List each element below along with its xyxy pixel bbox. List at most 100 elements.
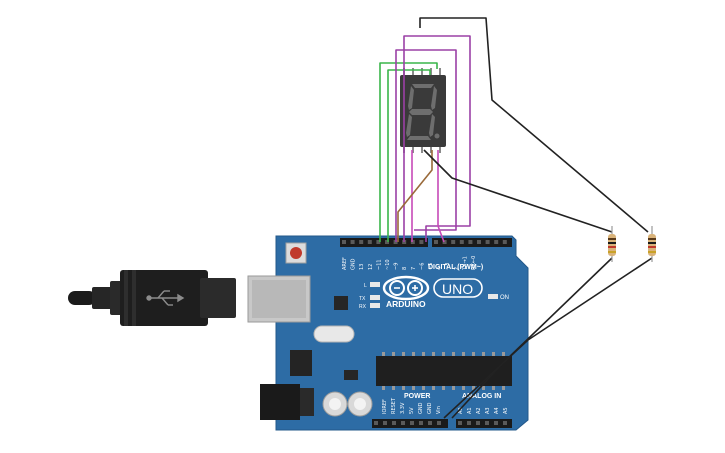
led-on <box>488 294 498 299</box>
pin-label: GND <box>418 402 424 414</box>
header-hole[interactable] <box>458 421 462 425</box>
usb-cable <box>68 270 236 326</box>
uno-badge: UNO <box>433 278 483 298</box>
regulator <box>290 350 312 376</box>
pin-label: 4 <box>437 267 443 270</box>
pin-label: IOREF <box>382 399 388 414</box>
header-hole[interactable] <box>434 240 438 244</box>
pin-label: A3 <box>485 407 491 414</box>
reset-button[interactable] <box>285 242 307 264</box>
capacitor-1 <box>322 391 348 417</box>
small-chip <box>344 370 358 380</box>
wire-black-2[interactable] <box>423 149 613 233</box>
header-hole[interactable] <box>342 240 346 244</box>
wire-purple-1[interactable] <box>403 35 471 242</box>
header-hole[interactable] <box>392 421 396 425</box>
analog-header-label: ANALOG IN <box>462 393 501 400</box>
header-hole[interactable] <box>476 421 480 425</box>
wire-black-4[interactable] <box>443 257 653 419</box>
wire-black-1[interactable] <box>419 17 649 233</box>
analog-header[interactable] <box>456 419 512 428</box>
led-tx-label: TX <box>359 296 366 302</box>
header-hole[interactable] <box>468 240 473 244</box>
led-tx <box>370 295 380 300</box>
pin-label: A4 <box>494 407 500 414</box>
wire-brown[interactable] <box>397 150 433 242</box>
header-hole[interactable] <box>494 421 498 425</box>
header-hole[interactable] <box>410 421 414 425</box>
usb-chip <box>334 296 348 310</box>
pin-label: GND <box>351 258 357 270</box>
header-hole[interactable] <box>485 421 489 425</box>
header-hole[interactable] <box>401 421 405 425</box>
header-hole[interactable] <box>374 421 378 425</box>
pin-label: 12 <box>368 264 374 270</box>
pin-label: ~10 <box>385 259 391 270</box>
header-hole[interactable] <box>419 240 424 244</box>
led-rx <box>370 303 380 308</box>
pin-label: RESET <box>391 397 397 414</box>
pin-label: GND <box>427 402 433 414</box>
header-hole[interactable] <box>485 240 490 244</box>
pin-label: A5 <box>503 407 509 414</box>
led-on-label: ON <box>500 295 509 301</box>
pin-label: 3.3V <box>400 402 406 414</box>
segments <box>406 84 440 140</box>
wire-magenta-2[interactable] <box>437 150 445 243</box>
pin-label: A0 <box>458 407 464 414</box>
pin-label: 13 <box>359 264 365 270</box>
arduino-logo-icon <box>382 275 430 301</box>
header-hole[interactable] <box>367 240 372 244</box>
header-hole[interactable] <box>502 240 507 244</box>
led-l <box>370 282 380 287</box>
resistor-1[interactable] <box>608 226 616 262</box>
digital-header-label: DIGITAL (PWM~) <box>428 264 483 271</box>
pin-label: ~5 <box>428 263 434 270</box>
header-hole[interactable] <box>459 240 464 244</box>
header-hole[interactable] <box>467 421 471 425</box>
usb-symbol-icon <box>146 290 185 306</box>
led-rx-label: RX <box>359 304 367 310</box>
header-hole[interactable] <box>477 240 481 244</box>
svg-text:UNO: UNO <box>442 281 473 297</box>
header-hole[interactable] <box>350 240 355 244</box>
header-hole[interactable] <box>503 421 507 425</box>
resistor-2[interactable] <box>648 226 656 262</box>
wire-purple-2[interactable] <box>395 49 457 242</box>
pin-label: A1 <box>467 407 473 414</box>
pin-label: 5V <box>409 407 415 414</box>
header-hole[interactable] <box>359 240 364 244</box>
header-hole[interactable] <box>442 240 447 244</box>
header-hole[interactable] <box>385 240 389 244</box>
wires <box>379 17 653 419</box>
pin-label: 7 <box>411 267 417 270</box>
pin-label: Vin <box>436 406 442 414</box>
pin-label: ~3 <box>445 263 451 270</box>
header-hole[interactable] <box>494 240 499 244</box>
wire-green-2[interactable] <box>387 69 431 242</box>
seven-segment-display[interactable] <box>400 68 446 153</box>
atmega-chip <box>376 356 512 386</box>
wire-green-1[interactable] <box>379 62 438 242</box>
led-l-label: L <box>364 283 367 289</box>
power-header-label: POWER <box>404 393 430 400</box>
crystal-oscillator <box>313 325 355 343</box>
header-hole[interactable] <box>383 421 387 425</box>
pin-label: 8 <box>402 267 408 270</box>
pin-label: ~11 <box>376 259 382 270</box>
capacitor-2 <box>347 391 373 417</box>
header-hole[interactable] <box>419 421 423 425</box>
pin-label: RX←0 <box>471 256 477 270</box>
header-hole[interactable] <box>451 240 456 244</box>
header-hole[interactable] <box>376 240 381 244</box>
pin-label: ~9 <box>394 263 400 270</box>
dc-power-jack <box>260 384 314 420</box>
pin-label: AREF <box>342 257 348 270</box>
pin-label: A2 <box>476 407 482 414</box>
header-hole[interactable] <box>437 421 441 425</box>
pin-label: 2 <box>454 267 460 270</box>
digital-header-left[interactable] <box>340 238 428 247</box>
header-hole[interactable] <box>428 421 432 425</box>
